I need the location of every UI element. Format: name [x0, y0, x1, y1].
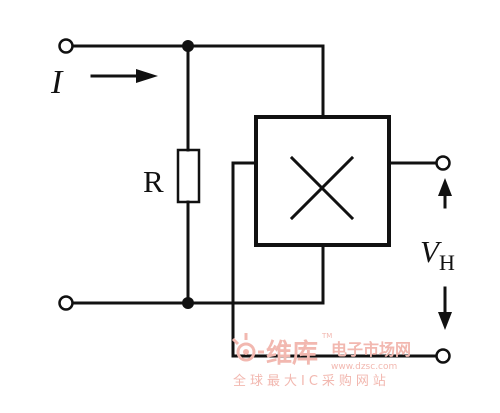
watermark-tm: TM	[321, 332, 332, 340]
top-wire	[70, 44, 325, 119]
output-terminal-top	[435, 155, 451, 171]
hall-voltage-subscript: H	[439, 250, 455, 275]
watermark-brand: 维库	[266, 338, 318, 369]
watermark-slogan: 全球最大IC采购网站	[233, 373, 390, 389]
hall-element-cross	[289, 155, 355, 221]
input-terminal-bottom	[58, 295, 74, 311]
watermark-title: 电子市场网	[331, 340, 411, 359]
junction-node-top	[182, 40, 194, 52]
output-wire-bottom	[231, 161, 444, 358]
hall-voltage-label: V	[420, 234, 442, 269]
current-label: I	[50, 64, 64, 101]
hall-element	[254, 115, 391, 247]
watermark-logo-icon	[231, 333, 264, 362]
voltage-arrow-down-head	[438, 312, 452, 330]
input-terminal-top	[58, 38, 74, 54]
resistor-label: R	[143, 164, 164, 199]
current-arrow-head	[136, 69, 158, 83]
watermark: 维库 TM 电子市场网 www.dzsc.com 全球最大IC采购网站	[231, 332, 411, 389]
watermark-url: www.dzsc.com	[331, 362, 397, 372]
junction-node-bottom	[182, 297, 194, 309]
output-terminal-bottom	[435, 348, 451, 364]
voltage-arrow-up-head	[438, 178, 452, 196]
bottom-wire	[70, 243, 325, 305]
resistor	[176, 148, 201, 204]
